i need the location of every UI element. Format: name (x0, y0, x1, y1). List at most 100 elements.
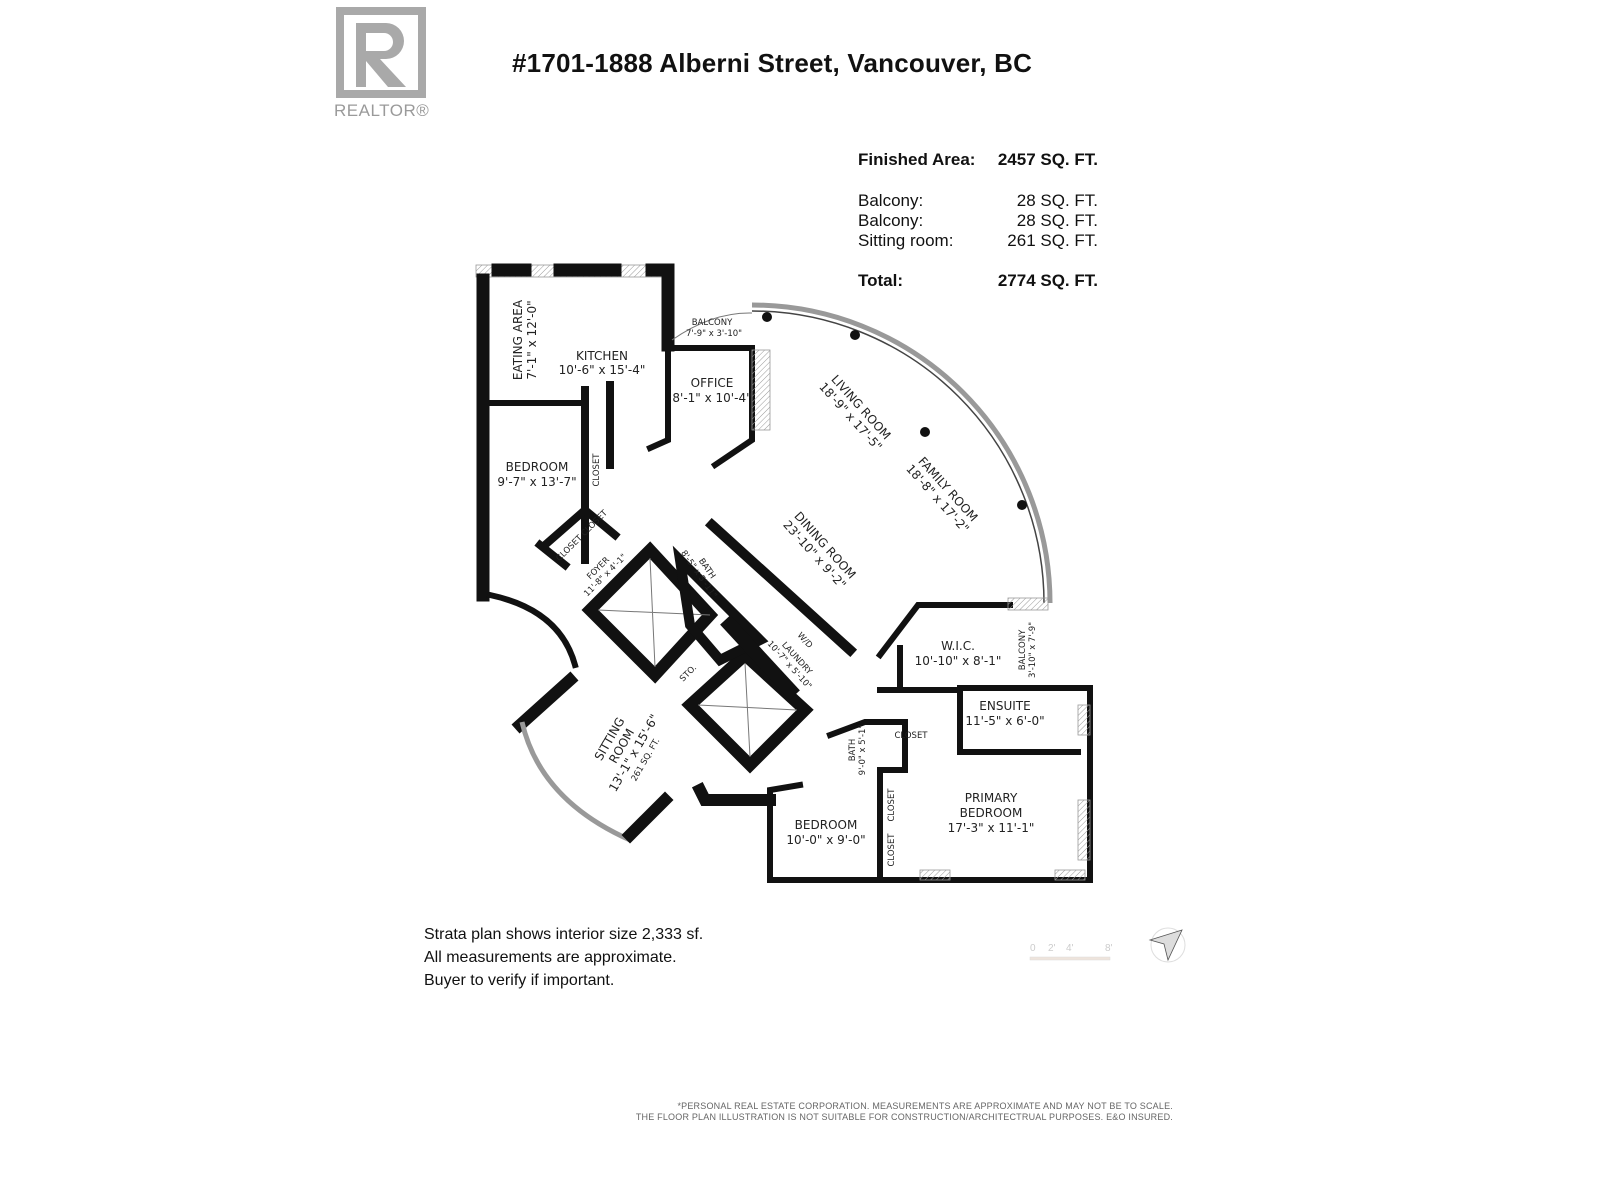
plan-label: 11'-5" x 6'-0" (965, 714, 1044, 728)
plan-shape (1150, 927, 1186, 963)
plan-label: 9'-7" x 13'-7" (497, 475, 576, 489)
plan-label: 10'-10" x 8'-1" (915, 654, 1002, 668)
note-line: All measurements are approximate. (424, 949, 677, 966)
plan-shape (491, 263, 675, 352)
plan-label: 10'-0" x 9'-0" (786, 833, 865, 847)
area-value: 2457 SQ. FT. (997, 150, 1098, 169)
room-bedroom-2: BEDROOM 10'-0" x 9'-0" (786, 818, 865, 847)
room-bath-2: BATH 9'-0" x 5'-1" (848, 725, 868, 776)
plan-label: W.I.C. (941, 639, 975, 653)
plan-label: 8'-1" x 10'-4" (672, 391, 751, 405)
room-wic: W.I.C. 10'-10" x 8'-1" (915, 639, 1002, 668)
plan-label: 7'-9" x 3'-10" (686, 329, 742, 339)
plan-shape (1054, 869, 1086, 881)
plan-shape (486, 591, 579, 669)
plan-shape (1077, 799, 1091, 861)
room-eating-area: EATING AREA 7'-1" x 12'-0" (511, 299, 539, 380)
room-family: FAMILY ROOM 18'-8" x 17'-2" (903, 454, 980, 535)
plan-shape (1017, 500, 1027, 510)
plan-shape (957, 685, 1081, 755)
room-office: OFFICE 8'-1" x 10'-4" (672, 376, 751, 405)
plan-label: 8' (1105, 943, 1113, 954)
plan-shape (751, 349, 771, 431)
plan-label: BEDROOM (506, 460, 569, 474)
plan-label: PRIMARY (965, 791, 1018, 805)
room-living: LIVING ROOM 18'-9" x 17'-5" (816, 372, 893, 453)
plan-shape (519, 721, 632, 843)
plan-shape (534, 504, 621, 571)
plan-shape (751, 310, 1045, 604)
plan-label: OFFICE (691, 376, 734, 390)
area-row: Sitting room: 261 SQ. FT. (858, 231, 1098, 251)
plan-shape (762, 312, 772, 322)
plan-shape (1007, 597, 1049, 611)
plan-label: 3'-10" x 7'-9" (1028, 622, 1038, 678)
plan-shape (581, 381, 614, 564)
area-row: Balcony: 28 SQ. FT. (858, 211, 1098, 231)
realtor-r-icon (344, 15, 418, 90)
area-label: Finished Area: (858, 150, 976, 169)
listing-title: #1701-1888 Alberni Street, Vancouver, BC (512, 48, 1033, 78)
room-dining: DINING ROOM 23'-10" x 9'-2" (780, 509, 858, 592)
area-label: Balcony: (858, 191, 924, 210)
plan-shape (681, 646, 814, 774)
realtor-wordmark: REALTOR® (334, 101, 430, 120)
scale-bar: 0 2' 4' 8' (1029, 943, 1113, 961)
area-value: 2774 SQ. FT. (997, 271, 1098, 290)
plan-shape (1029, 956, 1111, 961)
plan-shape (671, 312, 753, 341)
plan-shape (646, 345, 671, 452)
room-primary-bedroom: PRIMARY BEDROOM 17'-3" x 11'-1" (948, 791, 1035, 835)
plan-shape (597, 557, 798, 758)
total-area-row: Total: 2774 SQ. FT. (858, 271, 1098, 291)
plan-shape (919, 869, 951, 881)
plan-label: 4' (1066, 943, 1074, 954)
plan-label: BATH (848, 739, 858, 762)
plan-label: BALCONY (1018, 629, 1028, 670)
note-line: Buyer to verify if important. (424, 972, 615, 989)
plan-shape (920, 427, 930, 437)
plan-label: 7'-1" x 12'-0" (525, 300, 539, 379)
plan-label: BEDROOM (960, 806, 1023, 820)
closet-label: CLOSET (592, 453, 602, 487)
plan-shape (850, 330, 860, 340)
room-ensuite: ENSUITE 11'-5" x 6'-0" (965, 699, 1044, 728)
area-value: 28 SQ. FT. (1016, 191, 1098, 210)
disclaimer-line: THE FLOOR PLAN ILLUSTRATION IS NOT SUITA… (635, 1112, 1173, 1122)
plan-label: 2' (1048, 943, 1056, 954)
plan-shape (875, 602, 1013, 693)
room-kitchen: KITCHEN 10'-6" x 15'-4" (559, 349, 646, 377)
area-label: Total: (858, 271, 904, 290)
plan-shape (621, 781, 776, 844)
north-arrow-icon (1148, 927, 1186, 963)
disclaimer-line: *PERSONAL REAL ESTATE CORPORATION. MEASU… (677, 1101, 1173, 1111)
plan-label: 9'-0" x 5'-1" (858, 725, 868, 776)
plan-shape (356, 23, 406, 87)
plan-label: KITCHEN (576, 349, 628, 363)
room-balcony-1: BALCONY 7'-9" x 3'-10" (686, 318, 742, 339)
area-label: Balcony: (858, 211, 924, 230)
area-value: 28 SQ. FT. (1016, 211, 1098, 230)
plan-label: 0 (1030, 943, 1036, 954)
closet-label: CLOSET (887, 833, 897, 867)
plan-shape (751, 302, 1053, 604)
plan-shape (1077, 704, 1091, 736)
room-bedroom-1: BEDROOM 9'-7" x 13'-7" (497, 460, 576, 489)
closet-label: CLOSET (894, 731, 928, 741)
plan-shape (511, 671, 579, 734)
area-value: 261 SQ. FT. (1007, 231, 1098, 250)
plan-label: BEDROOM (795, 818, 858, 832)
closet-label: CLOSET (887, 788, 897, 822)
realtor-logo (336, 7, 426, 98)
washer-dryer-label: W/D (795, 631, 815, 651)
plan-label: 10'-6" x 15'-4" (559, 363, 646, 377)
plan-label: BALCONY (692, 318, 733, 328)
plan-shape (672, 517, 858, 667)
plan-label: 17'-3" x 11'-1" (948, 821, 1035, 835)
plan-shape (826, 719, 908, 883)
room-balcony-2: BALCONY 3'-10" x 7'-9" (1018, 622, 1038, 678)
plan-shape (1148, 929, 1183, 962)
plan-label: ENSUITE (979, 699, 1030, 713)
finished-area-row: Finished Area: 2457 SQ. FT. (858, 150, 1098, 170)
